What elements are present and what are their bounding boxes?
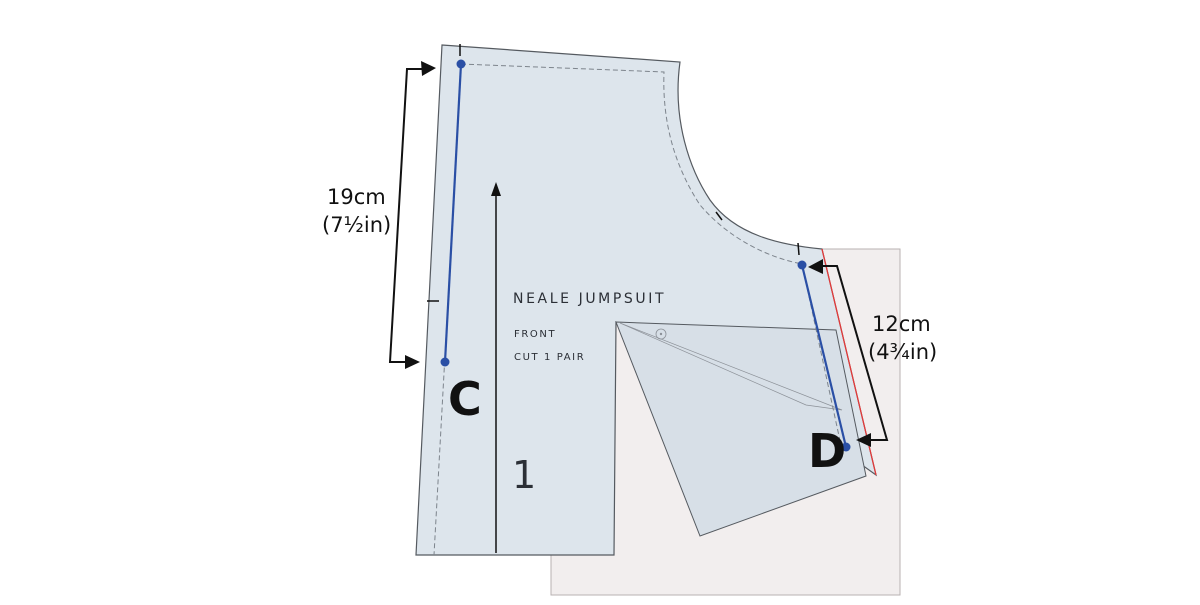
notch-side (797, 242, 800, 256)
point-c-top (456, 59, 466, 69)
pattern-view: FRONT (514, 329, 556, 340)
point-d-bottom (841, 442, 851, 452)
measurement-d-cm: 12cm (872, 312, 931, 336)
bracket-d-arrow-top (808, 259, 823, 274)
bracket-c-arrow-bottom (405, 355, 420, 369)
bracket-d (818, 265, 889, 441)
bracket-c (388, 68, 425, 363)
point-c-bottom (440, 357, 450, 367)
notch-armhole (715, 211, 723, 221)
line-c (443, 63, 463, 363)
piece-number: 1 (512, 453, 536, 497)
pattern-title: NEALE JUMPSUIT (513, 291, 666, 307)
point-d-top (797, 260, 807, 270)
pattern-cut: CUT 1 PAIR (514, 352, 585, 363)
folded-dart (615, 321, 867, 537)
measurement-d-in: (4¾in) (868, 340, 937, 364)
point-label-d: D (808, 424, 846, 478)
line-d (800, 264, 848, 448)
point-label-c: C (448, 372, 482, 426)
fold-inner-line (619, 322, 843, 411)
bracket-d-arrow-bottom (856, 433, 871, 447)
grainline-arrowhead (491, 182, 501, 196)
dart-point-dot (659, 332, 663, 336)
dart-point-marker (655, 328, 667, 340)
seam-line (460, 63, 843, 451)
measurement-c-cm: 19cm (327, 185, 386, 209)
bracket-c-arrow-top (421, 61, 436, 76)
measurement-c-in: (7½in) (322, 213, 391, 237)
